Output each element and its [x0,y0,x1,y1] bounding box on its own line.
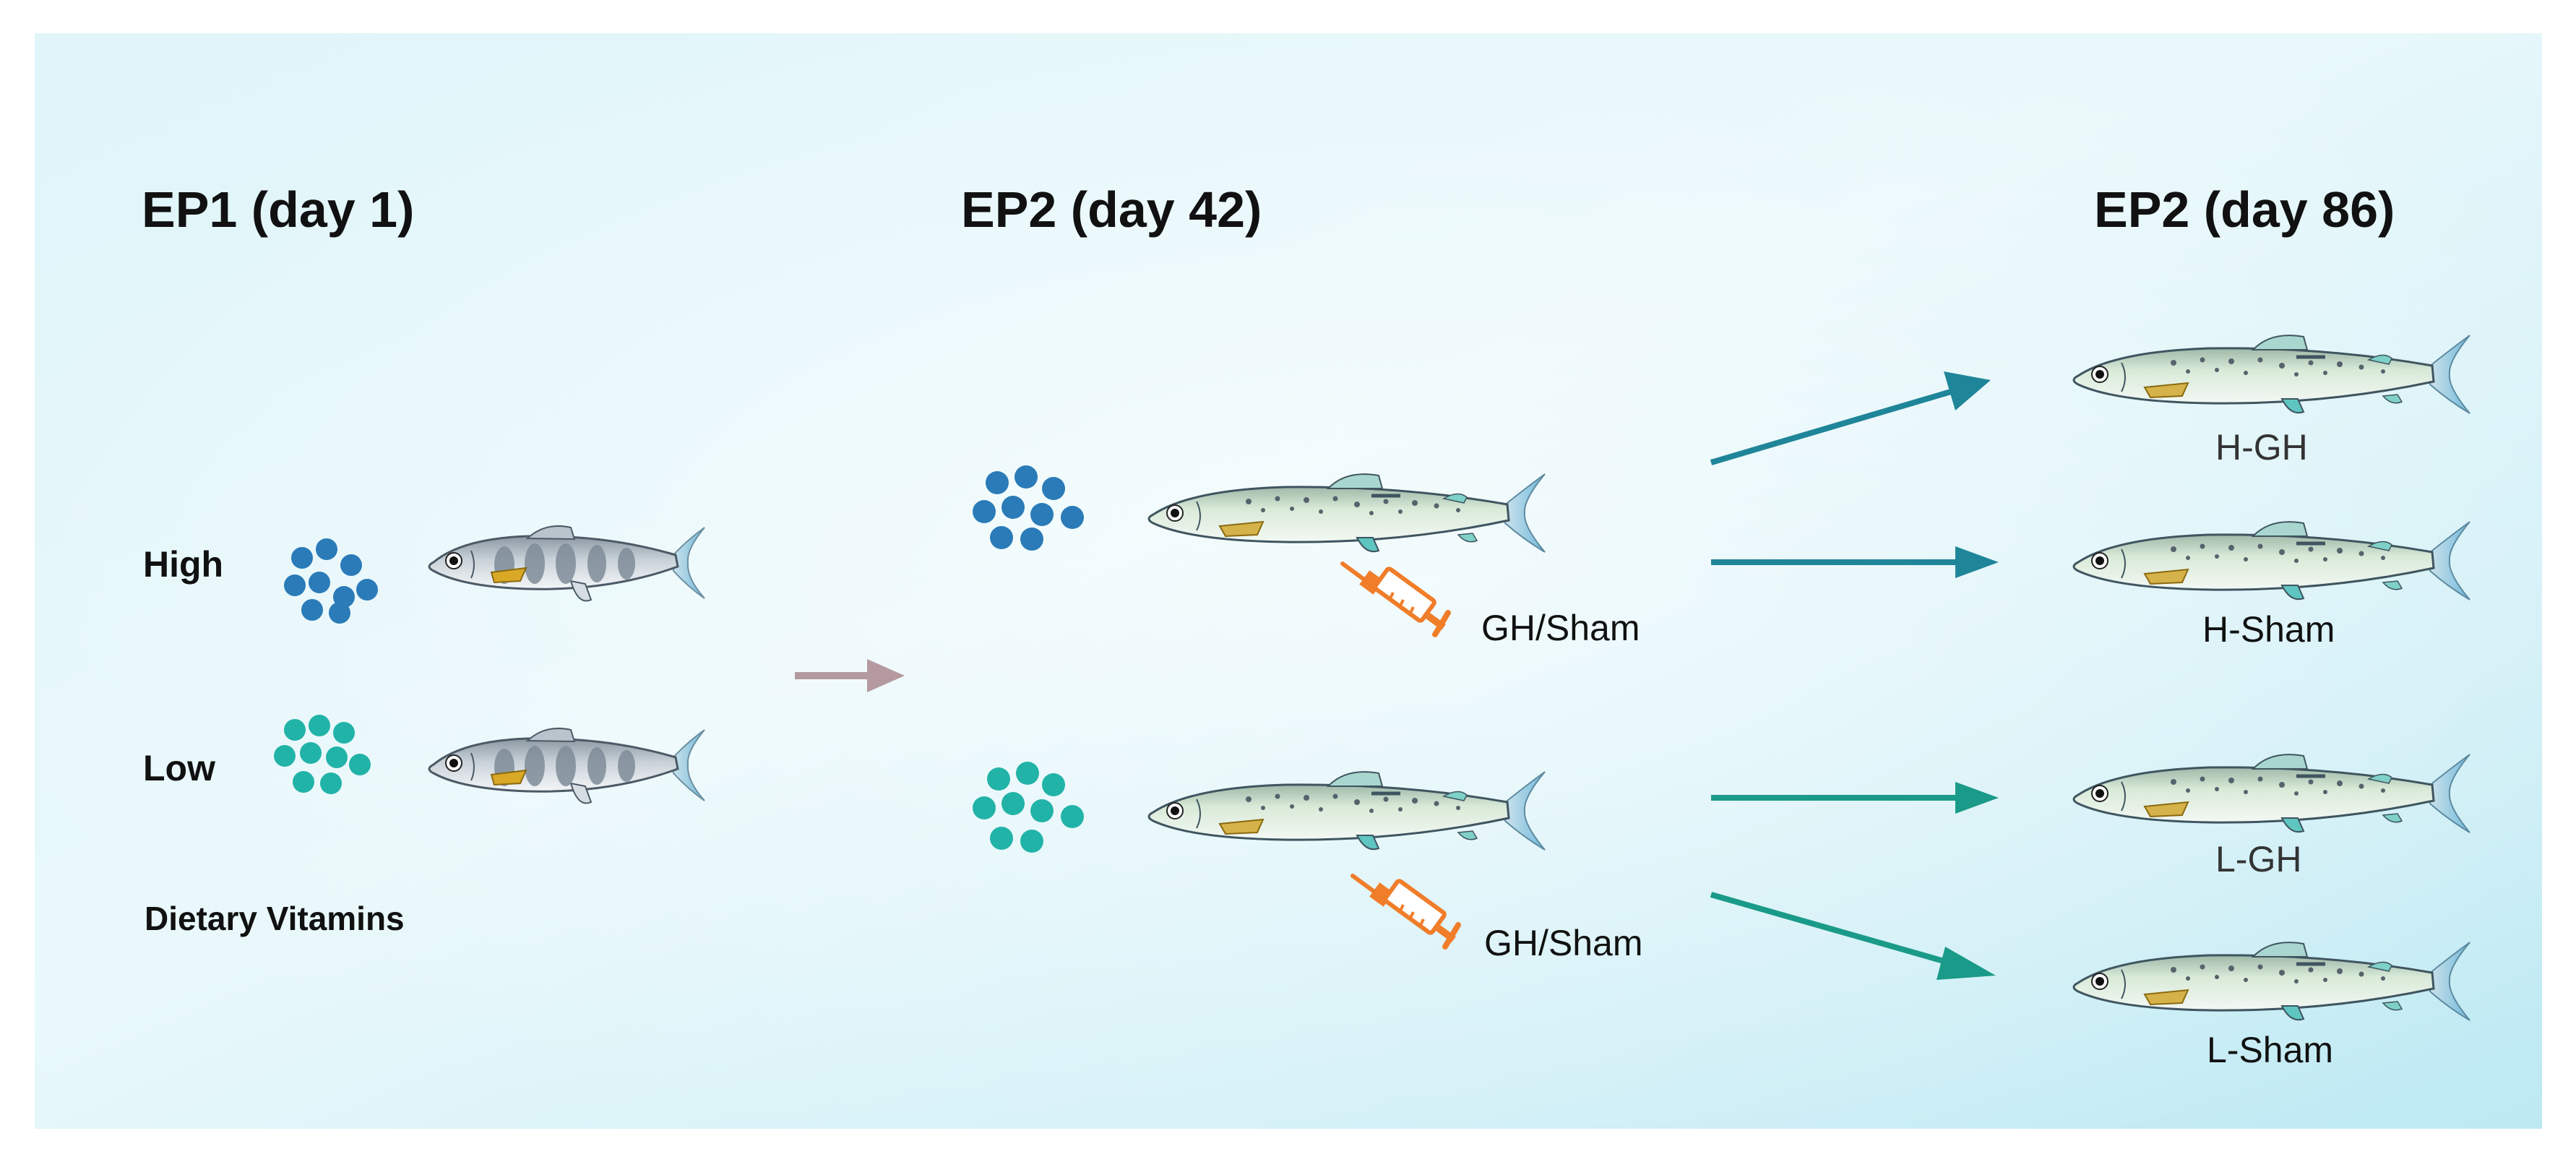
phase-title-ep1: EP1 (day 1) [142,181,415,238]
group-label-l-sham: L-Sham [2207,1030,2334,1070]
ep2-high-pellets-icon [973,465,1084,551]
group-label-l-gh: L-GH [2215,839,2302,879]
ep2-low-pellets-icon [973,762,1084,853]
diet-caption: Dietary Vitamins [145,900,405,937]
diet-level-low: Low [143,748,215,788]
transition-arrow-icon [795,659,905,692]
arrow-to-h-sham-icon [1711,546,1999,578]
group-label-h-gh: H-GH [2215,427,2308,468]
arrow-to-h-gh-icon [1710,371,1991,465]
diet-level-high: High [143,544,224,585]
arrow-to-l-sham-icon [1710,892,1996,980]
ep1-low-pellets-icon [274,715,371,794]
treatment-label-high: GH/Sham [1481,608,1640,648]
phase-title-ep2-day86: EP2 (day 86) [2094,181,2395,238]
phase-title-ep2-day42: EP2 (day 42) [961,181,1262,238]
arrow-to-l-gh-icon [1711,782,1999,814]
ep1-high-pellets-icon [284,538,378,624]
group-label-h-sham: H-Sham [2202,609,2335,650]
treatment-label-low: GH/Sham [1484,923,1643,963]
